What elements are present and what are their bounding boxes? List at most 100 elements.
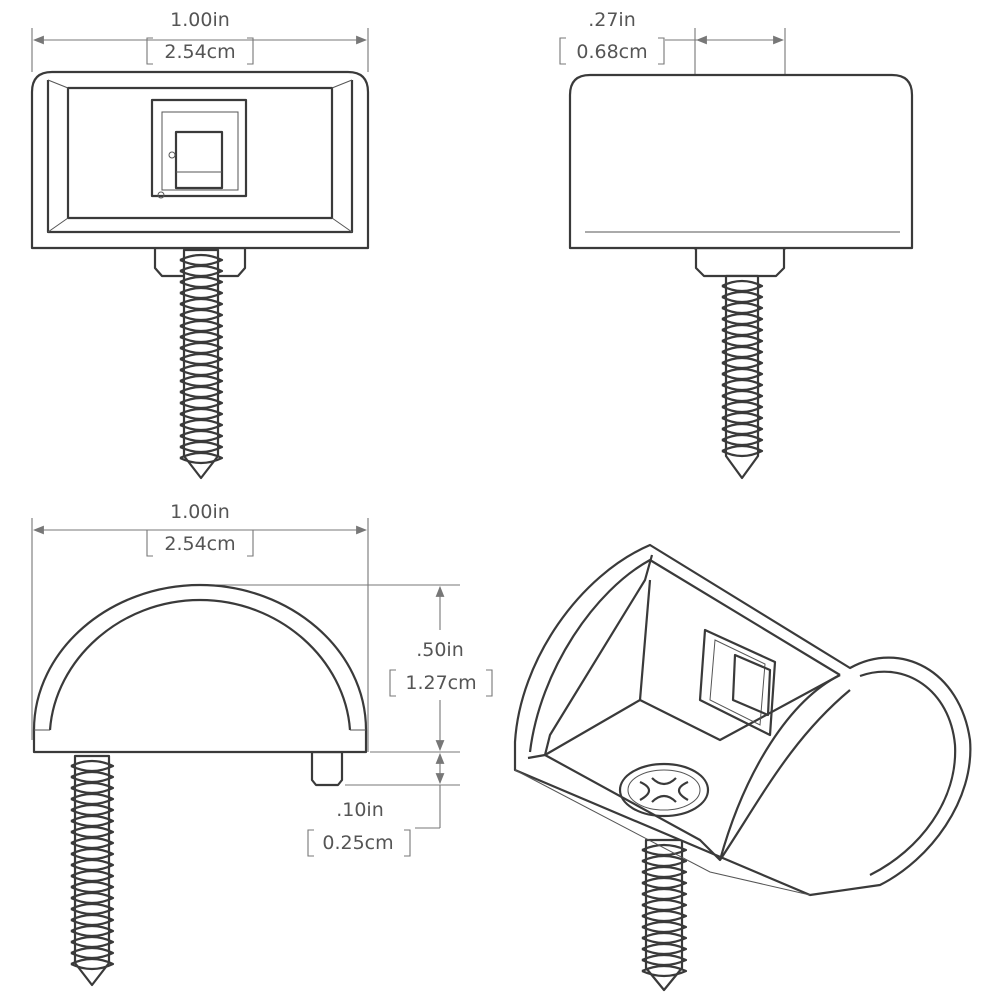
iso-left-rim — [528, 558, 841, 753]
screw-thread — [641, 909, 688, 923]
profile-stub-in: .10in — [336, 799, 384, 821]
iso-dome-rim — [859, 670, 957, 876]
screw-thread — [70, 770, 115, 784]
screw-thread — [179, 319, 224, 333]
profile-stub-cm: 0.25cm — [322, 832, 393, 854]
front-width-cm: 2.54cm — [164, 41, 235, 63]
profile-height-in: .50in — [416, 639, 464, 661]
side-body — [568, 73, 914, 250]
screw-thread — [721, 301, 764, 315]
screw-thread — [70, 825, 115, 839]
screw-thread — [641, 854, 688, 868]
screw-thread — [721, 389, 764, 403]
front-width-in: 1.00in — [170, 9, 230, 31]
screw-thread — [179, 363, 224, 377]
side-offset-in: .27in — [588, 9, 636, 31]
screw-thread — [70, 781, 115, 795]
screw-thread — [179, 374, 224, 388]
screw-thread — [70, 891, 115, 905]
screw-thread — [721, 378, 764, 392]
screw-thread — [641, 964, 688, 978]
screw-thread — [179, 407, 224, 421]
screw-thread — [641, 953, 688, 967]
screw-thread — [641, 931, 688, 945]
iso-connector — [731, 653, 772, 717]
front-connector — [174, 130, 224, 190]
screw-thread — [179, 286, 224, 300]
screw-thread — [179, 330, 224, 344]
screw-thread — [721, 433, 764, 447]
profile-width-cm: 2.54cm — [164, 533, 235, 555]
screw-thread — [641, 942, 688, 956]
screw-thread — [70, 946, 115, 960]
screw-thread — [721, 323, 764, 337]
screw-thread — [179, 308, 224, 322]
phillips-recess-icon — [639, 777, 689, 803]
screw-thread — [721, 422, 764, 436]
screw-thread — [70, 869, 115, 883]
screw-thread — [641, 920, 688, 934]
iso-screw-head — [618, 762, 710, 818]
screw-thread — [179, 451, 224, 465]
profile-height-dimension: .50in 1.27cm .10in 0.25cm — [215, 584, 493, 857]
iso-inner-back — [639, 674, 841, 742]
screw-thread — [721, 356, 764, 370]
screw-thread — [70, 836, 115, 850]
screw-thread — [179, 264, 224, 278]
front-body — [30, 70, 370, 250]
screw-thread — [721, 444, 764, 458]
screw-thread — [641, 876, 688, 890]
side-stub — [694, 246, 786, 278]
iso-slot — [698, 628, 777, 737]
side-view: .27in 0.68cm — [559, 9, 914, 480]
screw-thread — [70, 913, 115, 927]
screw-thread — [721, 411, 764, 425]
screw-thread — [179, 385, 224, 399]
screw-thread — [641, 887, 688, 901]
side-screw — [721, 274, 764, 480]
profile-dome — [32, 583, 368, 754]
isometric-screw — [641, 838, 688, 992]
screw-thread — [70, 924, 115, 938]
screw-thread — [179, 275, 224, 289]
profile-inner-arc — [48, 598, 352, 731]
screw-thread — [721, 312, 764, 326]
screw-thread — [70, 858, 115, 872]
screw-thread — [70, 792, 115, 806]
screw-thread — [179, 440, 224, 454]
front-screw — [179, 248, 224, 480]
side-offset-cm: 0.68cm — [576, 41, 647, 63]
screw-thread — [721, 290, 764, 304]
profile-width-in: 1.00in — [170, 501, 230, 523]
profile-width-dimension: 1.00in 2.54cm — [31, 501, 369, 752]
screw-thread — [70, 814, 115, 828]
screw-thread — [721, 345, 764, 359]
screw-thread — [179, 418, 224, 432]
screw-thread — [70, 935, 115, 949]
screw-thread — [70, 759, 115, 773]
screw-thread — [179, 429, 224, 443]
screw-thread — [641, 843, 688, 857]
screw-thread — [721, 334, 764, 348]
screw-thread — [721, 400, 764, 414]
screw-thread — [721, 279, 764, 293]
profile-stub — [310, 750, 344, 787]
profile-screw — [70, 754, 115, 987]
front-inner-rim — [46, 80, 354, 234]
iso-body — [513, 543, 972, 897]
screw-thread — [70, 847, 115, 861]
screw-thread — [641, 898, 688, 912]
profile-view: 1.00in 2.54cm .50in 1.27cm .10in 0.25cm — [31, 501, 493, 987]
screw-thread — [641, 865, 688, 879]
screw-thread — [179, 253, 224, 267]
screw-thread — [179, 352, 224, 366]
isometric-view — [513, 543, 972, 992]
front-view: 1.00in 2.54cm — [30, 9, 370, 480]
front-width-dimension: 1.00in 2.54cm — [31, 9, 369, 72]
screw-thread — [179, 297, 224, 311]
screw-thread — [70, 803, 115, 817]
screw-thread — [721, 367, 764, 381]
profile-height-cm: 1.27cm — [405, 672, 476, 694]
screw-thread — [179, 396, 224, 410]
screw-thread — [70, 880, 115, 894]
